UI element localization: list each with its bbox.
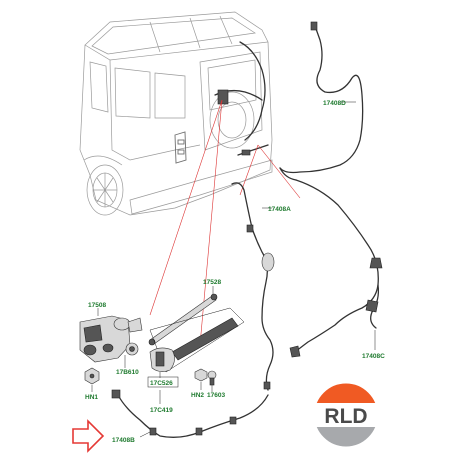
label-17408a: 17408A — [268, 206, 291, 213]
label-17408c: 17408C — [362, 353, 385, 360]
label-17b610: 17B610 — [116, 369, 139, 376]
label-17408d: 17408D — [323, 100, 346, 107]
callout-lines — [149, 99, 301, 346]
label-hn1: HN1 — [85, 394, 98, 401]
grommet — [125, 342, 139, 356]
part-labels: 17408D 17408A 17408C 17408B 17508 17528 … — [85, 100, 385, 444]
label-hn2: HN2 — [191, 392, 204, 399]
hex-nut — [84, 367, 100, 385]
label-17603: 17603 — [207, 392, 225, 399]
logo-text: RLD — [324, 405, 367, 428]
rld-logo: RLD — [313, 382, 379, 448]
pointer-arrow-icon — [72, 419, 105, 453]
clip — [207, 370, 217, 386]
label-17508: 17508 — [88, 302, 106, 309]
label-17c419: 17C419 — [150, 407, 173, 414]
part-box-17c526 — [147, 376, 179, 388]
label-17408b: 17408B — [112, 437, 135, 444]
label-17528: 17528 — [203, 279, 221, 286]
wiper-blade-group — [149, 307, 245, 373]
wiper-motor — [79, 315, 143, 363]
hex-nut-2 — [194, 368, 208, 382]
hose-17408a — [231, 182, 275, 391]
leader-lines — [91, 101, 376, 438]
vehicle-illustration — [79, 11, 273, 216]
wiper-arm — [148, 293, 218, 346]
hose-17408c — [289, 179, 383, 358]
label-17c526: 17C526 — [150, 380, 173, 387]
hose-17408b — [111, 389, 269, 438]
hose-17408d — [279, 21, 364, 181]
